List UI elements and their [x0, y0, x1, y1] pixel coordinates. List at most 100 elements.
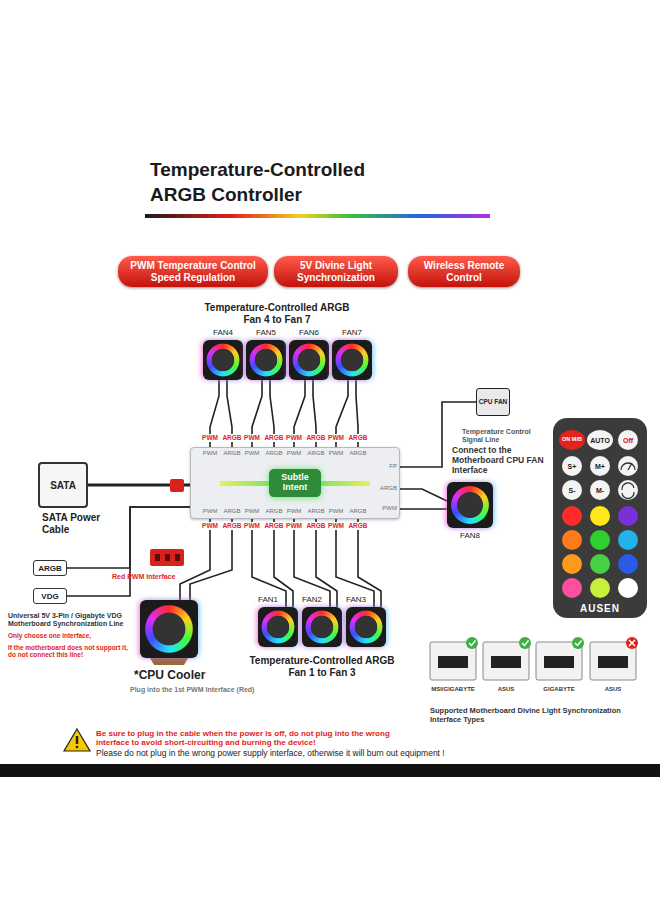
- fan-label: FAN7: [342, 328, 362, 337]
- color-button: [562, 554, 582, 574]
- check-mark: [466, 637, 478, 649]
- cross-mark: [626, 637, 638, 649]
- mode-button: [618, 480, 638, 500]
- port-label: PWM: [327, 522, 345, 530]
- check-mark: [522, 641, 529, 646]
- warning-text: Be sure to plug in the cable when the po…: [96, 729, 396, 747]
- port-label: ARGB: [307, 508, 324, 515]
- color-button: [618, 578, 638, 598]
- port-label: PWM: [245, 450, 260, 457]
- argb-fan: FAN2: [302, 607, 342, 647]
- warning-text: Please do not plug in the wrong power su…: [96, 749, 566, 759]
- remote-button: Off: [618, 430, 638, 450]
- remote-control: AUSEN ON M/B AUTO OffS+ M+ S- M-: [553, 418, 647, 618]
- cycle-icon: [622, 492, 634, 499]
- fan-label: FAN5: [256, 328, 276, 337]
- fan-label: FAN8: [460, 531, 480, 540]
- remote-button: AUTO: [587, 430, 613, 450]
- argb-plug: ARGB: [33, 560, 67, 576]
- remote-button: ON M/B: [559, 430, 585, 450]
- check-mark: [469, 641, 476, 646]
- note-column: Universal 5V 3-Pin / Gigabyte VDGMotherb…: [8, 612, 132, 659]
- button-label: S-: [569, 487, 576, 494]
- port-label: ARGB: [307, 450, 324, 457]
- sync-note: Universal 5V 3-Pin / Gigabyte VDG: [8, 612, 132, 620]
- argb-fan: FAN1: [258, 607, 298, 647]
- pin-header: [598, 656, 628, 668]
- connection-note: Connect to the Motherboard CPU FAN Inter…: [452, 446, 550, 475]
- port-label: PWM: [203, 450, 218, 457]
- feature-text: Wireless Remote Control: [424, 260, 505, 283]
- port-label: ARGB: [265, 508, 282, 515]
- vdg-plug: VDG: [33, 588, 67, 604]
- remote-button: M+: [590, 456, 610, 476]
- speed-button: [618, 456, 638, 476]
- fan-cable: [336, 519, 381, 607]
- color-button: [590, 506, 610, 526]
- check-mark: [572, 637, 584, 649]
- color-button: [618, 554, 638, 574]
- speed-icon: [628, 463, 632, 470]
- connector-text: SATA: [50, 480, 76, 491]
- check-mark: [519, 637, 531, 649]
- port-label: PWM: [329, 508, 344, 515]
- button-label: M-: [596, 487, 604, 494]
- group-caption: Temperature-Controlled ARGB Fan 1 to Fan…: [247, 655, 397, 679]
- port-label: PWM: [201, 434, 219, 442]
- button-label: M+: [595, 463, 605, 470]
- port-label: ARGB: [349, 508, 366, 515]
- feature-text: 5V Divine Light Synchronization: [297, 260, 375, 283]
- speed-icon: [621, 463, 635, 470]
- fan-label: FAN6: [299, 328, 319, 337]
- port-label: ARGB: [347, 434, 368, 442]
- support-caption: Supported Motherboard Divine Light Synch…: [430, 706, 645, 724]
- color-button: [590, 554, 610, 574]
- color-button: [562, 506, 582, 526]
- plug-pin: [165, 554, 170, 561]
- port-label: ARGB: [223, 508, 240, 515]
- fan-label: FAN3: [346, 595, 366, 604]
- port-label: ARGB: [349, 450, 366, 457]
- sync-warning: Only choose one interface,: [8, 632, 132, 639]
- remote-button: S+: [562, 456, 582, 476]
- check-mark: [575, 641, 582, 646]
- board-brand: ASUS: [498, 686, 515, 693]
- port-label: ARGB: [305, 522, 326, 530]
- board-brand: ASUS: [605, 686, 622, 693]
- cooler-note: Plug into the 1st PWM Interface (Red): [130, 686, 254, 694]
- fan-label: FAN1: [258, 595, 278, 604]
- fan-label: FAN4: [213, 328, 233, 337]
- port-label: PWM: [287, 508, 302, 515]
- button-label: ON M/B: [562, 437, 582, 443]
- plug-pin: [175, 554, 180, 561]
- footer-bar: [0, 764, 660, 777]
- warning-icon: [64, 729, 90, 751]
- port-label: ARGB: [221, 434, 242, 442]
- argb-fan: FAN6: [289, 340, 329, 380]
- port-label: PWM: [243, 434, 261, 442]
- button-label: Off: [623, 437, 633, 444]
- color-button: [618, 530, 638, 550]
- feature-pill: PWM Temperature Control Speed Regulation: [118, 256, 268, 287]
- cross-mark: [629, 640, 635, 646]
- port-label: PWM: [285, 434, 303, 442]
- plug-text: ARGB: [38, 564, 62, 573]
- port-label: PWM: [287, 450, 302, 457]
- fan-cable: [400, 489, 447, 509]
- sync-note: Motherboard Synchronization Line: [8, 620, 132, 628]
- feature-text: PWM Temperature Control Speed Regulation: [130, 260, 255, 283]
- sata-plug: [170, 479, 184, 492]
- argb-fan: FAN8: [447, 482, 493, 528]
- board-brand: MSI/GIGABYTE: [431, 686, 475, 693]
- plug-text: VDG: [41, 592, 58, 601]
- pin-header: [438, 656, 468, 668]
- fan-cable: [252, 519, 293, 607]
- brand-name: AUSEN: [553, 603, 647, 614]
- cooler-label: *CPU Cooler: [134, 668, 205, 682]
- port-label: ARGB: [263, 434, 284, 442]
- pin-header: [491, 656, 521, 668]
- warning-icon: [76, 736, 78, 744]
- sata-connector: SATASATA Power Cable: [38, 462, 88, 508]
- port-label: PWM: [203, 508, 218, 515]
- port-label: PWM: [245, 508, 260, 515]
